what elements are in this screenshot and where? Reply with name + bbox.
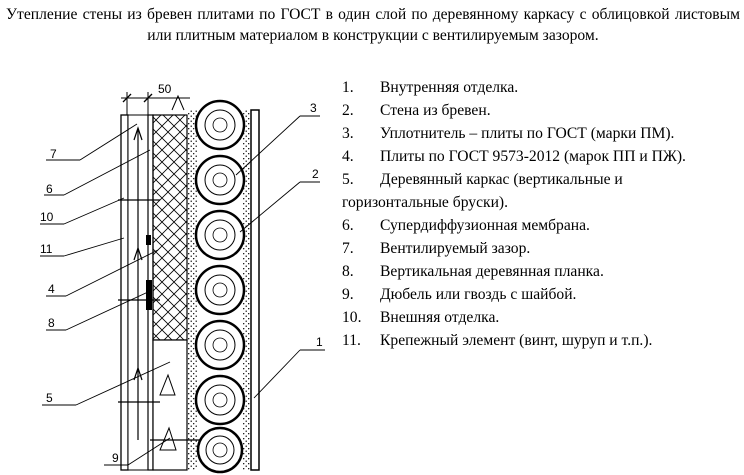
legend-item: 4.Плиты по ГОСТ 9573-2012 (марок ПП и ПЖ…	[342, 148, 686, 165]
sealant-strip	[187, 110, 197, 470]
vertical-batten	[146, 280, 152, 310]
log	[194, 154, 246, 206]
legend-item: 2.Стена из бревен.	[342, 102, 491, 119]
legend-item: 8.Вертикальная деревянная планка.	[342, 263, 604, 280]
diagram-title: Утепление стены из бревен плитами по ГОС…	[6, 6, 740, 44]
log	[194, 99, 246, 151]
callout-4: 4	[48, 282, 55, 296]
frame-top-arrow	[171, 94, 185, 111]
legend-item: 9.Дюбель или гвоздь с шайбой.	[342, 286, 577, 303]
log	[196, 426, 244, 474]
callout-10: 10	[40, 210, 54, 224]
legend-list: 1.Внутренняя отделка. 2.Стена из бревен.…	[342, 76, 742, 352]
log-wall	[194, 99, 246, 474]
dimension-label: 50	[158, 82, 172, 96]
legend-item: 7.Вентилируемый зазор.	[342, 240, 531, 257]
callout-9: 9	[112, 451, 119, 465]
fastener-screws	[118, 199, 200, 441]
callout-3: 3	[310, 101, 317, 115]
legend-item: 3.Уплотнитель – плиты по ГОСТ (марки ПМ)…	[342, 125, 675, 142]
inner-finish	[250, 109, 260, 471]
callout-8: 8	[48, 316, 55, 330]
callout-7: 7	[50, 147, 57, 161]
callout-6: 6	[46, 182, 53, 196]
insulation-boards	[152, 114, 188, 341]
callout-leaders	[40, 115, 325, 466]
callout-2: 2	[312, 167, 319, 181]
callout-1: 1	[316, 335, 323, 349]
legend-item: 11.Крепежный элемент (винт, шуруп и т.п.…	[342, 332, 653, 349]
timber-frame	[152, 339, 188, 471]
legend-item: 10.Внешняя отделка.	[342, 309, 500, 326]
callout-11: 11	[40, 242, 53, 256]
log	[194, 264, 246, 316]
log	[194, 319, 246, 371]
wall-section-drawing: 50	[40, 82, 325, 474]
frame-triangles	[159, 373, 177, 451]
inner-sealant	[243, 110, 251, 470]
log	[194, 209, 246, 261]
callout-5: 5	[46, 391, 53, 405]
log	[194, 374, 246, 426]
airflow-arrows	[133, 126, 143, 440]
outer-cladding	[120, 114, 129, 471]
membrane-fastener	[146, 235, 151, 245]
legend-item: 1.Внутренняя отделка.	[342, 79, 519, 96]
legend-item: 6.Супердиффузионная мембрана.	[342, 217, 590, 234]
